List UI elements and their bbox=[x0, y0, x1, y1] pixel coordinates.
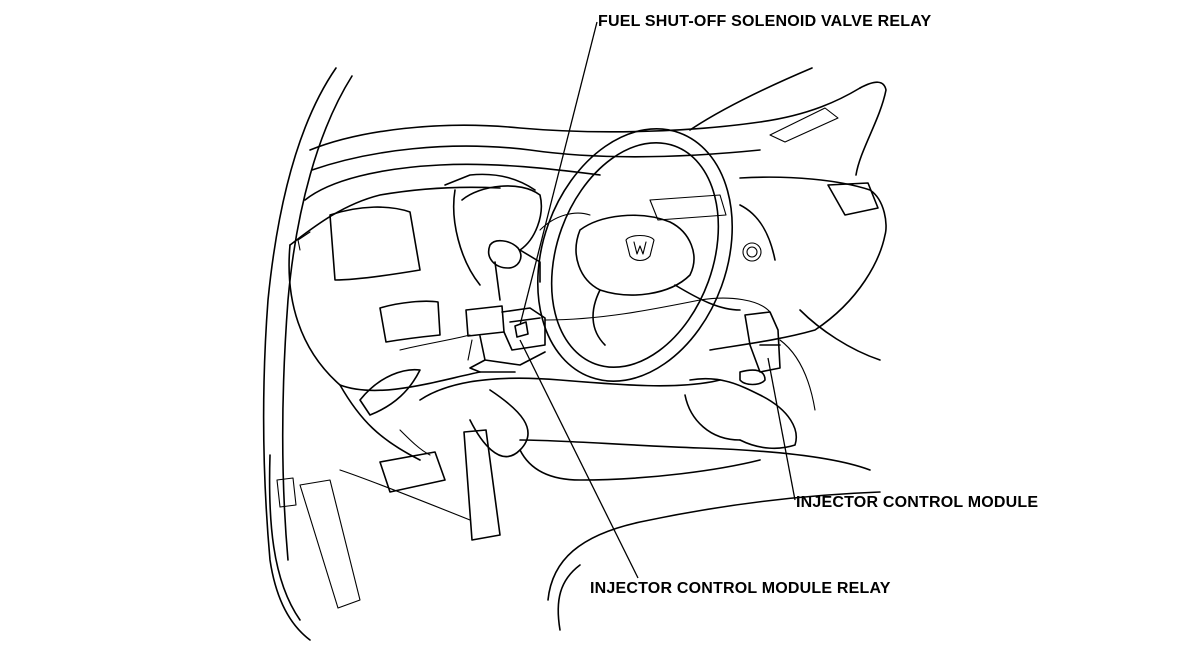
leader-injector-module bbox=[767, 357, 796, 501]
footwell-pedals bbox=[339, 377, 881, 631]
relay-cluster bbox=[465, 305, 546, 373]
leader-injector-module-relay bbox=[519, 339, 639, 579]
steering-wheel bbox=[536, 128, 741, 382]
steering-column bbox=[461, 185, 543, 301]
a-pillar bbox=[262, 67, 361, 641]
leader-lines bbox=[519, 21, 796, 579]
injector-module-label: INJECTOR CONTROL MODULE bbox=[796, 494, 1039, 511]
center-console bbox=[684, 311, 816, 450]
dash-top bbox=[304, 67, 887, 201]
leader-fuel-relay bbox=[519, 21, 598, 326]
fuel-relay-label: FUEL SHUT-OFF SOLENOID VALVE RELAY bbox=[598, 13, 932, 30]
dashboard-body bbox=[288, 173, 887, 461]
wiring-harness bbox=[399, 297, 771, 351]
injector-module-relay-label: INJECTOR CONTROL MODULE RELAY bbox=[590, 580, 891, 597]
